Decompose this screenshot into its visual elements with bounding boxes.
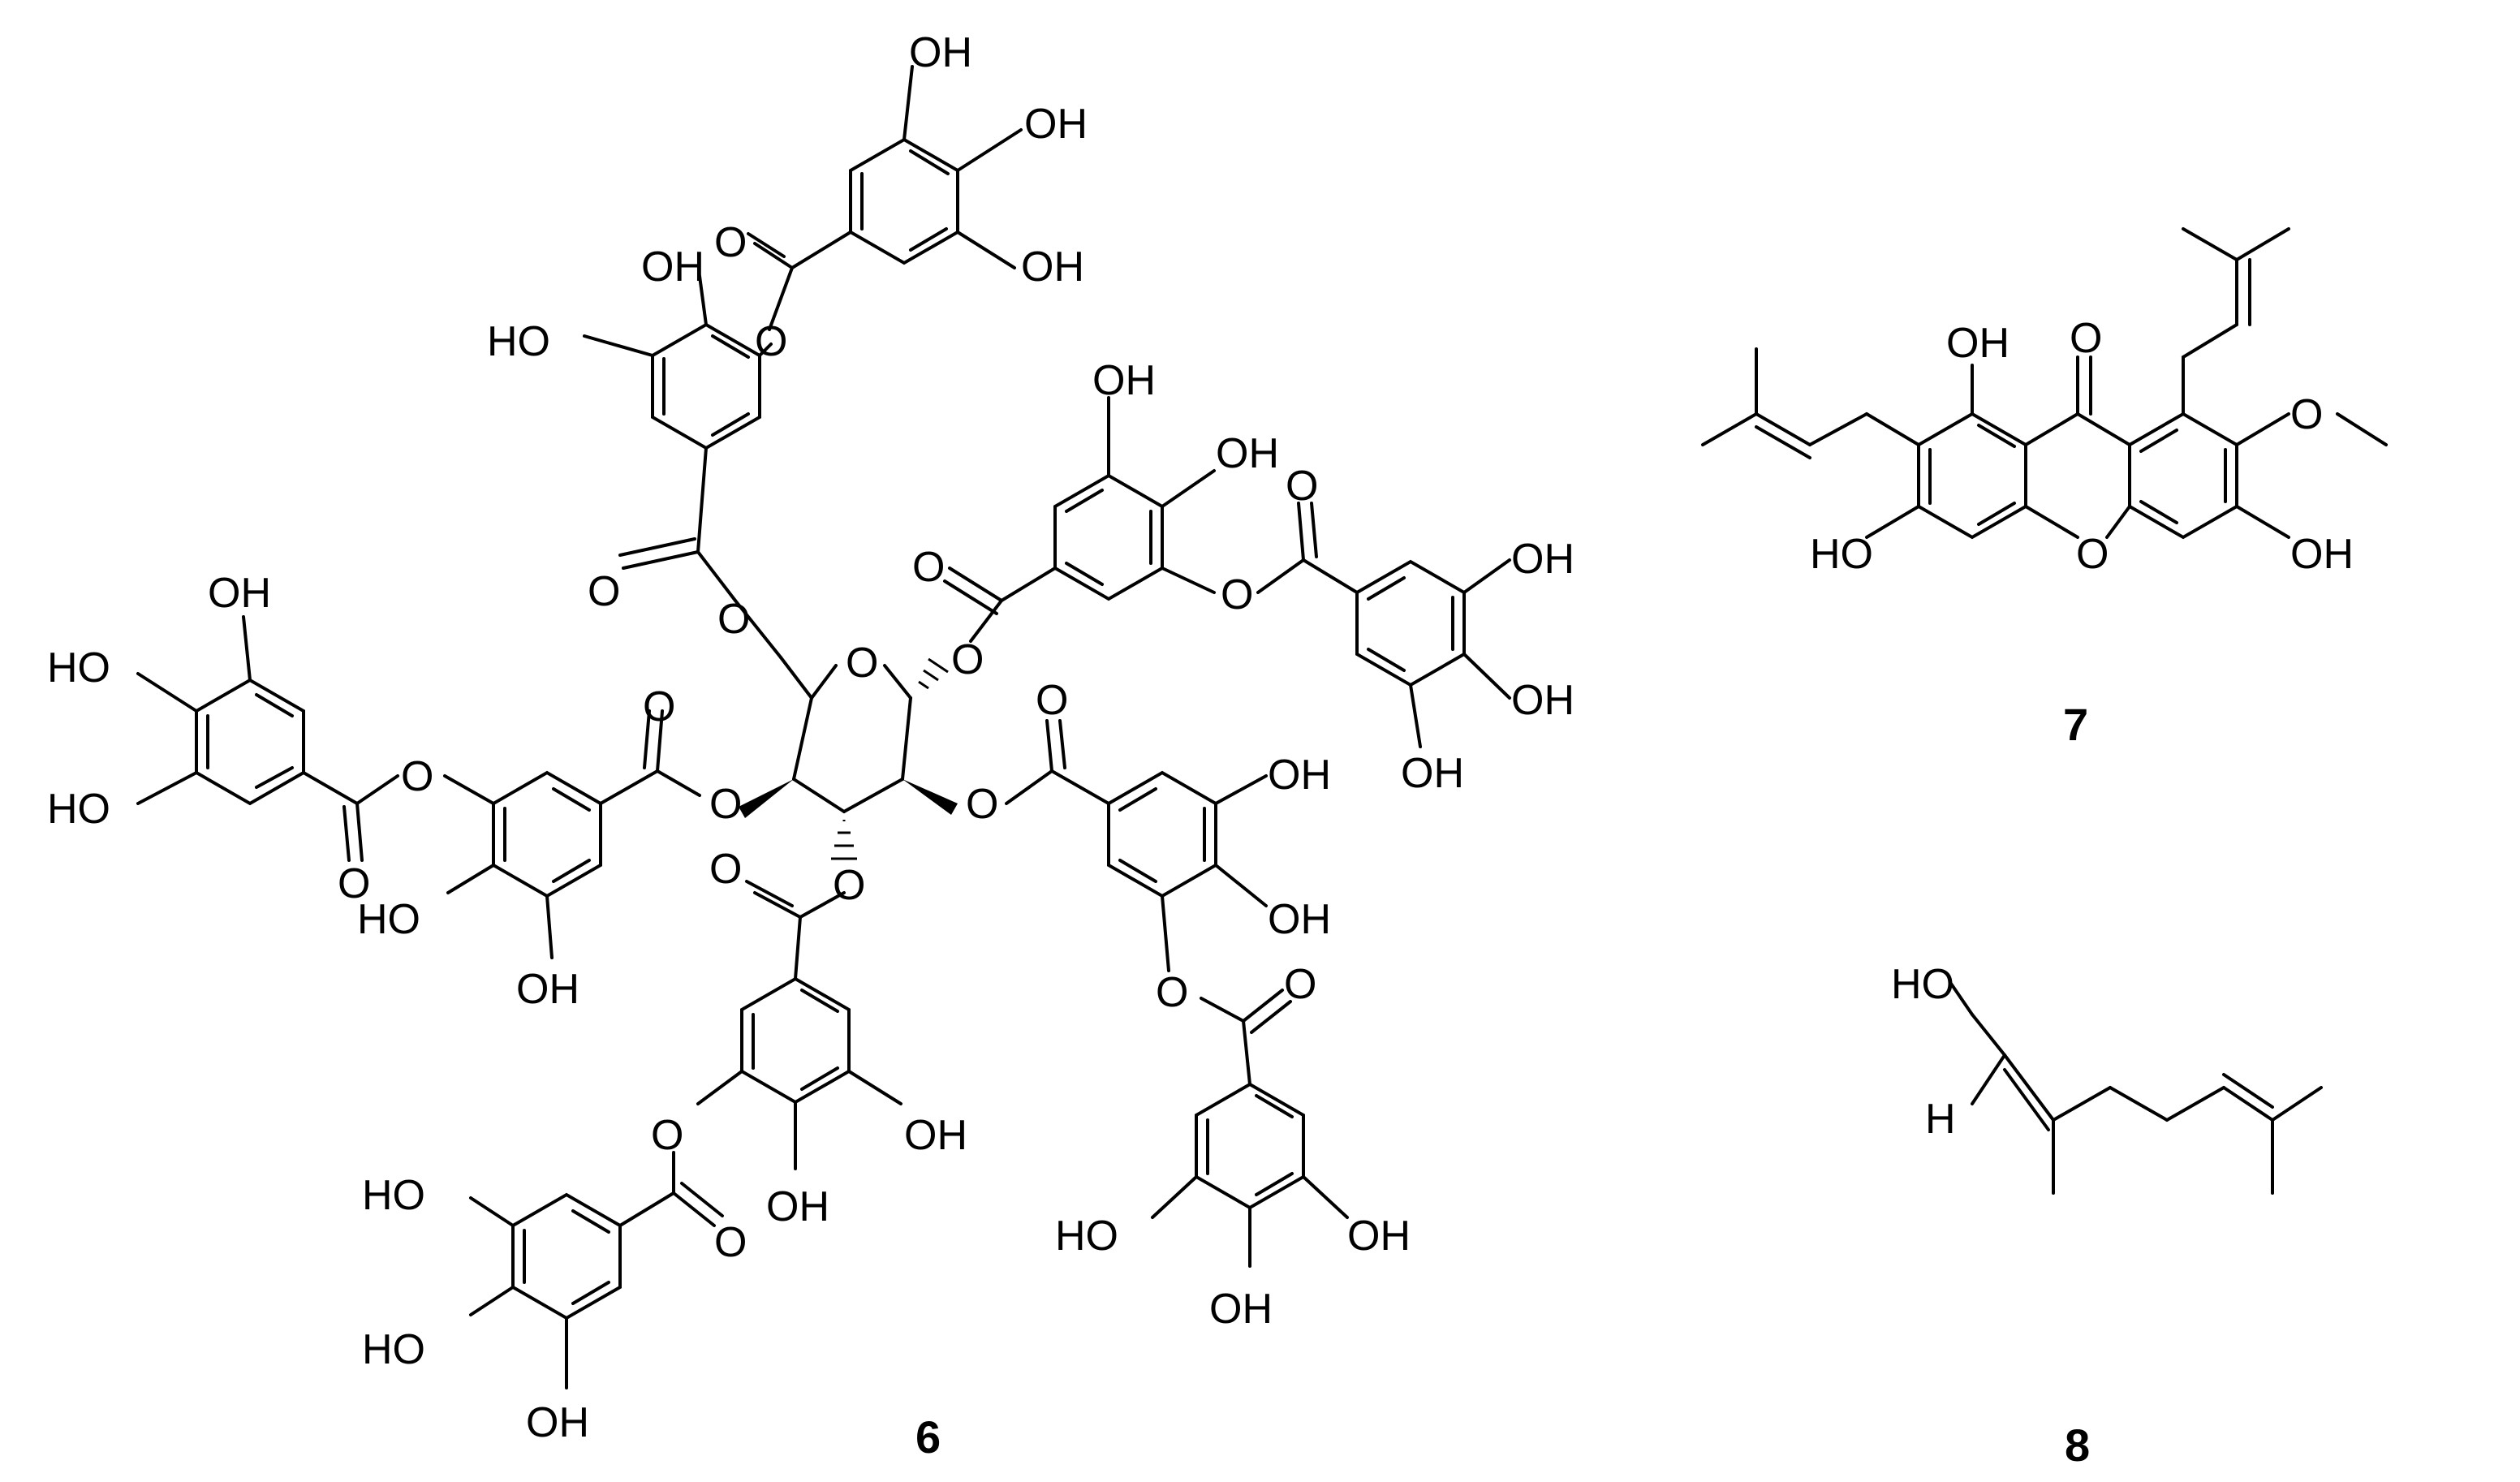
atom-label-o: O: [338, 860, 370, 907]
atom-label-oh: OH: [2290, 531, 2354, 578]
atom-label-ho: HO: [1810, 531, 1873, 578]
atom-label-o: O: [912, 544, 945, 591]
compound-8-structure: HO H 8: [1891, 961, 2323, 1471]
compound-6-structure: OH OH OH O O OH HO O O O O O OH OH O O O…: [47, 29, 1574, 1463]
digalloyl-ring-bottom: [469, 880, 902, 1389]
gallic-ring-top: [747, 65, 1023, 331]
atom-label-o: O: [2070, 315, 2102, 362]
atom-label-o: O: [717, 596, 750, 643]
atom-label-oh: OH: [904, 1112, 967, 1159]
digalloyl-ring-right-lower: [1005, 719, 1349, 1268]
atom-label-oh: OH: [1216, 430, 1279, 477]
atom-label-ho: HO: [1891, 961, 1954, 1008]
atom-label-oh: OH: [526, 1399, 589, 1446]
atom-label-ho: HO: [357, 896, 420, 943]
atom-label-oh: OH: [1511, 677, 1574, 724]
atom-label-o: O: [401, 753, 433, 800]
atom-label-oh: OH: [1092, 357, 1156, 404]
atom-label-ho: HO: [1055, 1213, 1118, 1260]
atom-label-o: O: [951, 636, 984, 683]
atom-label-o: O: [2076, 531, 2109, 578]
atom-label-o: O: [643, 683, 675, 730]
atom-label-ho: HO: [362, 1326, 425, 1373]
compound-7-structure: OH O HO O O OH 7: [1701, 227, 2388, 750]
atom-label-o: O: [1036, 677, 1068, 724]
atom-label-o: O: [588, 568, 620, 615]
atom-label-ho: HO: [47, 644, 110, 691]
compound-label: 6: [915, 1411, 941, 1463]
atom-label-oh: OH: [766, 1183, 829, 1230]
atom-label-o: O: [1221, 571, 1253, 618]
atom-label-oh: OH: [1946, 320, 2010, 367]
glucose-core: [739, 656, 958, 860]
atom-label-o: O: [755, 318, 787, 365]
atom-label-oh: OH: [1024, 101, 1088, 148]
atom-label-o: O: [1156, 969, 1188, 1016]
atom-label-oh: OH: [1209, 1286, 1273, 1333]
atom-label-oh: OH: [1347, 1213, 1411, 1260]
atom-label-oh: OH: [208, 570, 271, 617]
atom-label-o: O: [709, 846, 742, 893]
atom-label-o: O: [714, 1219, 747, 1266]
digalloyl-ring-upper: [583, 274, 782, 659]
atom-label-o: O: [833, 862, 865, 909]
compound-label: 8: [2065, 1420, 2090, 1471]
atom-label-oh: OH: [1268, 896, 1331, 943]
atom-label-o: O: [1286, 463, 1318, 510]
atom-label-o: O: [1284, 961, 1316, 1008]
atom-label-oh: OH: [516, 966, 579, 1013]
atom-label-o: O: [966, 781, 998, 828]
digalloyl-ring-left: [136, 615, 701, 959]
atom-label-o: O: [846, 640, 878, 687]
atom-label-h: H: [1925, 1096, 1956, 1143]
atom-label-o: O: [709, 781, 742, 828]
atom-label-ho: HO: [487, 318, 550, 365]
atom-label-oh: OH: [641, 243, 704, 291]
galloyl-ring-right-upper: [943, 396, 1511, 748]
atom-label-oh: OH: [1401, 750, 1464, 797]
atom-label-o: O: [714, 219, 747, 266]
atom-label-oh: OH: [909, 29, 972, 76]
atom-label-o: O: [2290, 391, 2323, 438]
atom-label-o: O: [651, 1112, 683, 1159]
atom-label-oh: OH: [1511, 536, 1574, 583]
atom-label-ho: HO: [362, 1172, 425, 1219]
atom-label-oh: OH: [1268, 752, 1331, 799]
atom-label-ho: HO: [47, 786, 110, 833]
atom-label-oh: OH: [1021, 243, 1084, 291]
compound-label: 7: [2063, 699, 2088, 750]
